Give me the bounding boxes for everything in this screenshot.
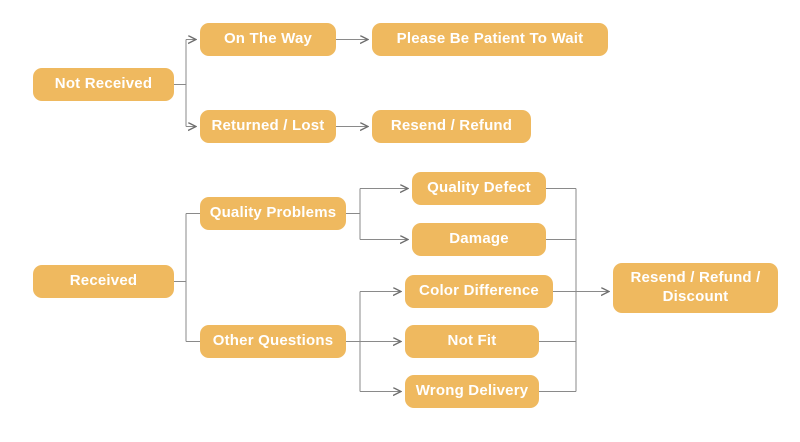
node-quality-problems[interactable]: Quality Problems bbox=[200, 197, 346, 230]
node-quality-defect[interactable]: Quality Defect bbox=[412, 172, 546, 205]
node-label: Resend / Refund / Discount bbox=[630, 269, 761, 305]
node-please-be-patient-to-wait[interactable]: Please Be Patient To Wait bbox=[372, 23, 608, 56]
node-label: Received bbox=[69, 272, 138, 290]
node-label: Color Difference bbox=[419, 282, 539, 300]
node-label: Not Received bbox=[54, 75, 153, 93]
node-not-fit[interactable]: Not Fit bbox=[405, 325, 539, 358]
node-label: Quality Problems bbox=[209, 204, 337, 222]
node-other-questions[interactable]: Other Questions bbox=[200, 325, 346, 358]
node-color-difference[interactable]: Color Difference bbox=[405, 275, 553, 308]
node-on-the-way[interactable]: On The Way bbox=[200, 23, 336, 56]
node-label: Quality Defect bbox=[427, 179, 531, 197]
node-returned-lost[interactable]: Returned / Lost bbox=[200, 110, 336, 143]
node-resend-refund-discount[interactable]: Resend / Refund / Discount bbox=[613, 263, 778, 313]
node-label: Resend / Refund bbox=[390, 117, 513, 135]
node-label: Returned / Lost bbox=[211, 117, 325, 135]
node-label: Damage bbox=[449, 230, 509, 248]
node-resend-refund[interactable]: Resend / Refund bbox=[372, 110, 531, 143]
node-damage[interactable]: Damage bbox=[412, 223, 546, 256]
node-not-received[interactable]: Not Received bbox=[33, 68, 174, 101]
node-label: Other Questions bbox=[212, 332, 334, 350]
node-label: Wrong Delivery bbox=[415, 382, 529, 400]
node-wrong-delivery[interactable]: Wrong Delivery bbox=[405, 375, 539, 408]
node-label: Not Fit bbox=[447, 332, 497, 350]
node-label: On The Way bbox=[223, 30, 313, 48]
node-label: Please Be Patient To Wait bbox=[396, 30, 584, 48]
node-received[interactable]: Received bbox=[33, 265, 174, 298]
